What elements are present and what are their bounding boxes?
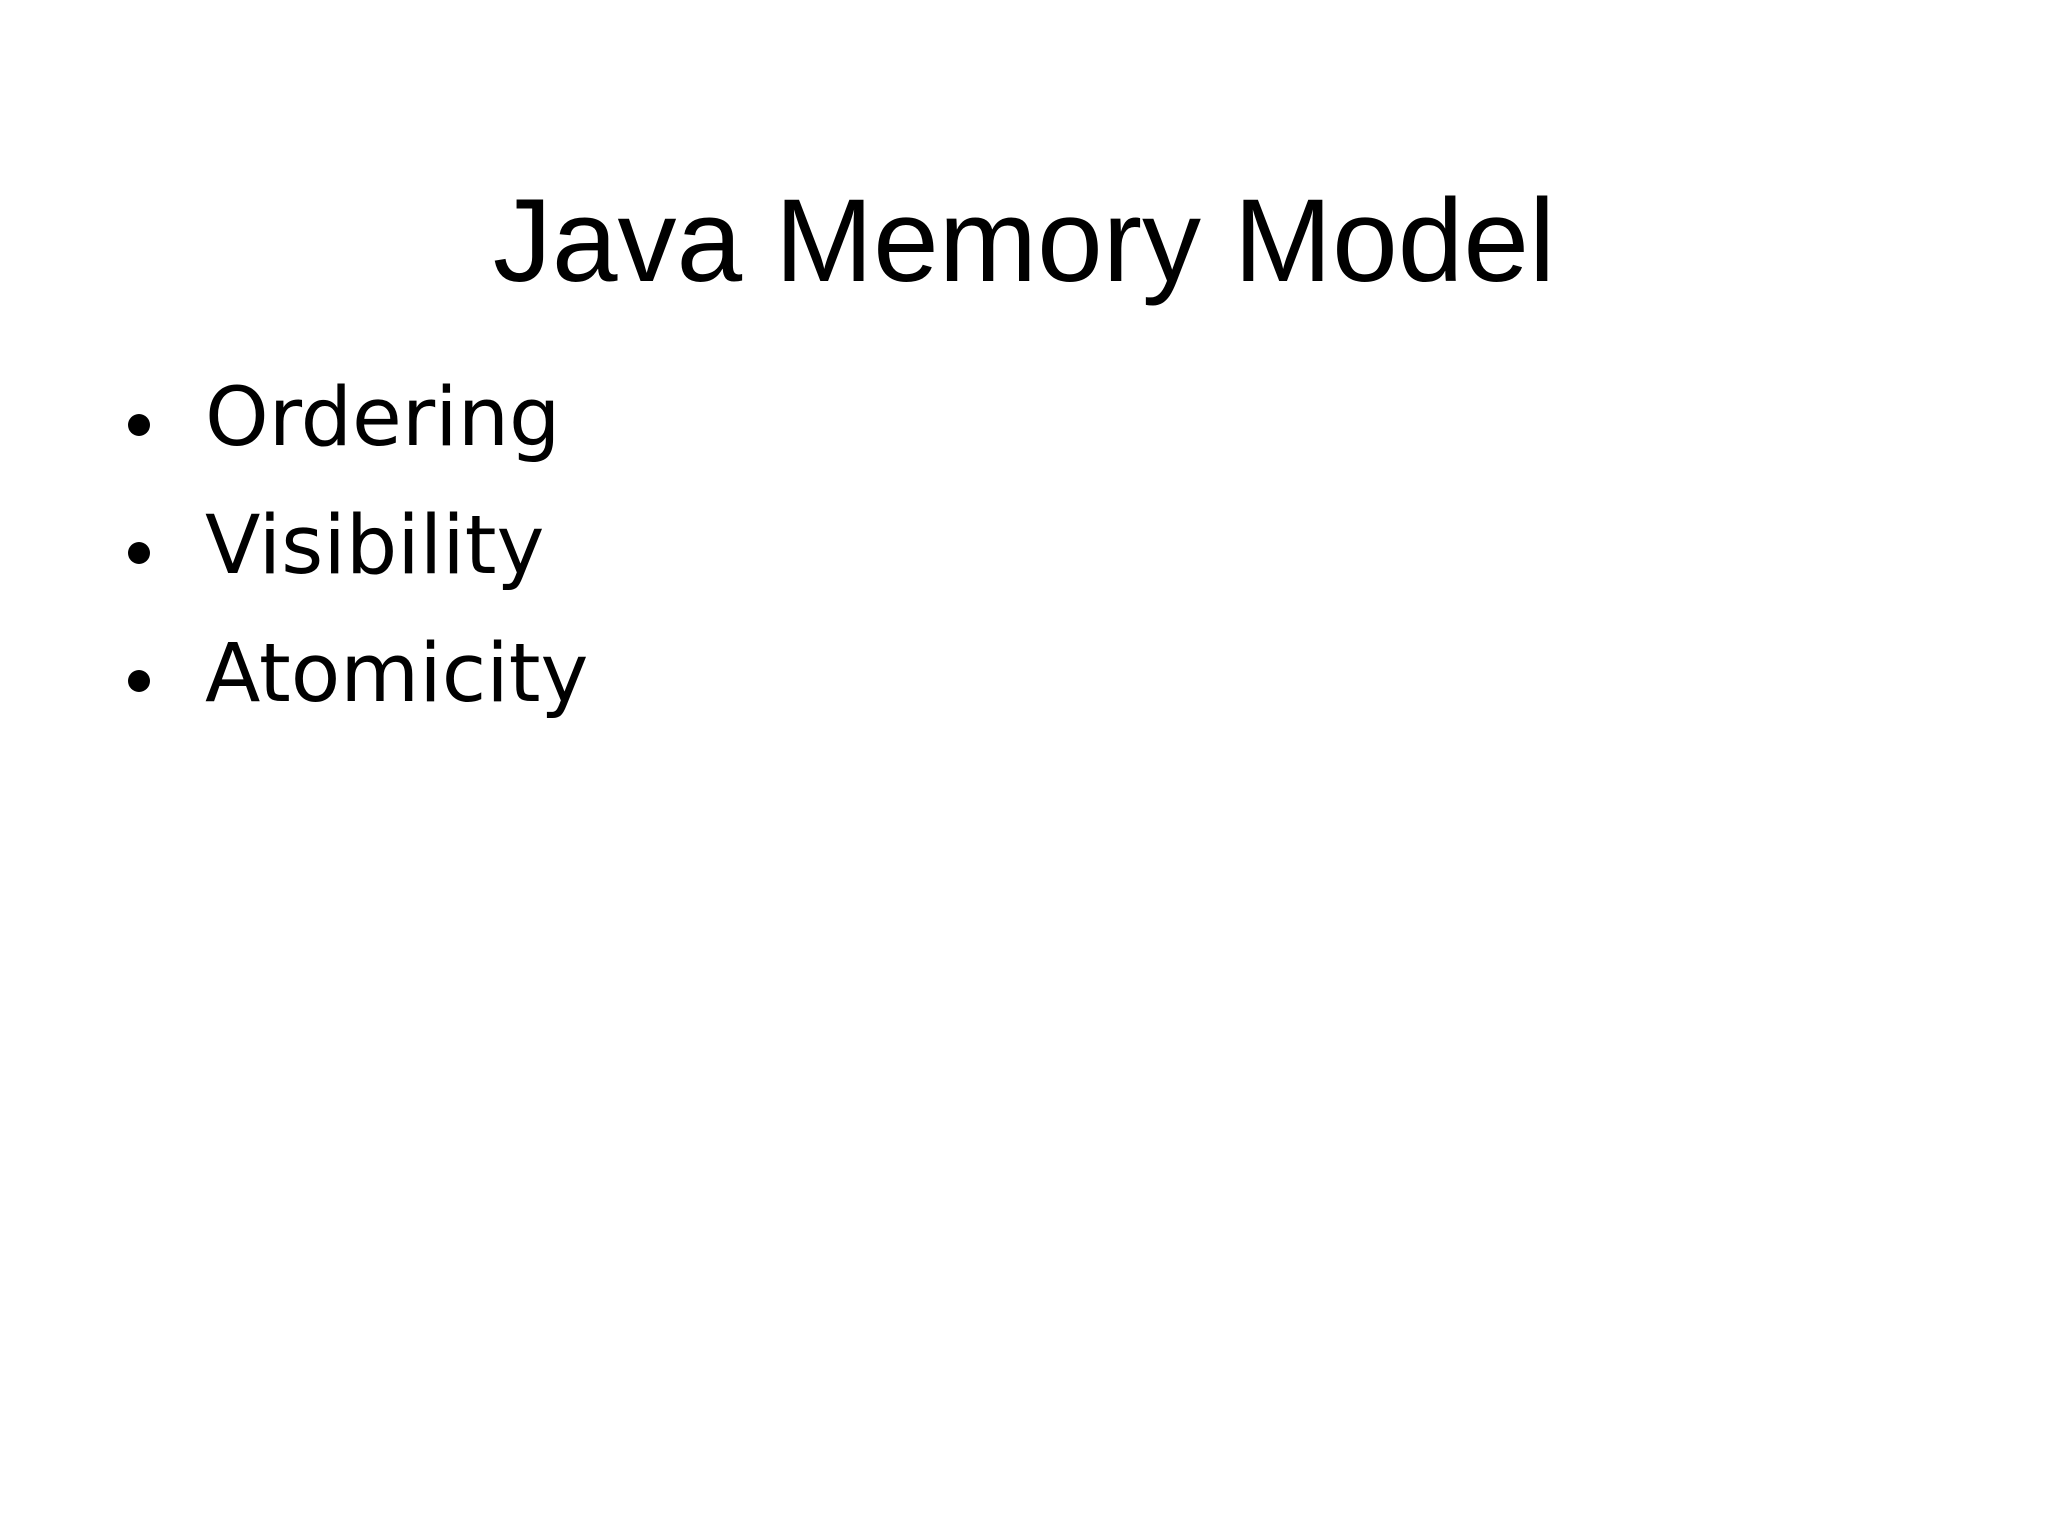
bullet-point-icon <box>128 414 150 436</box>
bullet-list: Ordering Visibility Atomicity <box>110 368 1910 752</box>
list-item-label: Visibility <box>205 499 545 593</box>
bullet-point-icon <box>128 542 150 564</box>
list-item[interactable]: Ordering <box>110 368 1910 496</box>
list-item-label: Atomicity <box>205 627 589 721</box>
list-item[interactable]: Visibility <box>110 496 1910 624</box>
list-item[interactable]: Atomicity <box>110 624 1910 752</box>
list-item-label: Ordering <box>205 371 561 465</box>
page-title: Java Memory Model <box>492 175 1556 308</box>
bullet-point-icon <box>128 670 150 692</box>
